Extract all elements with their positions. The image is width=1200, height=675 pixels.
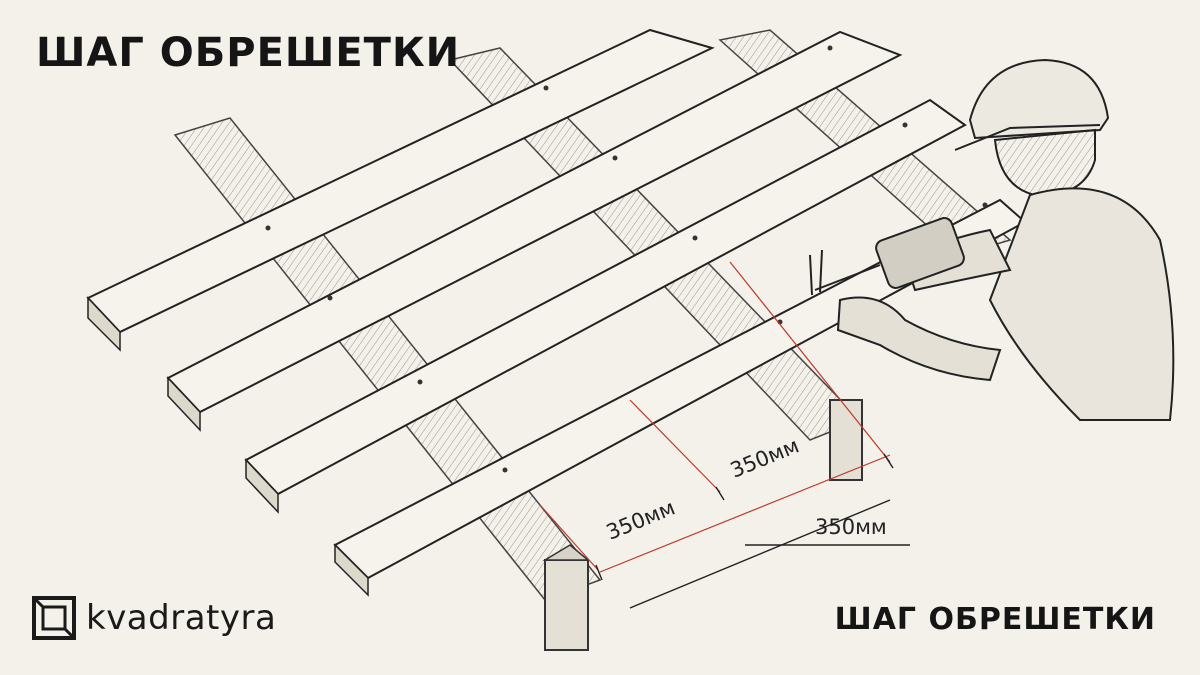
- rafter-end-post-back: [829, 399, 863, 481]
- dimension-label-3: 350мм: [815, 515, 887, 539]
- page-title-bottom: ШАГ ОБРЕШЕТКИ: [834, 602, 1156, 637]
- dimension-label-1: 350мм: [603, 495, 679, 544]
- logo-frame-icon: [32, 596, 76, 640]
- dimension-guide-lines: [539, 261, 891, 573]
- batten-1: [86, 28, 715, 352]
- batten-2: [166, 30, 903, 432]
- rafter-end-post-front: [542, 544, 591, 651]
- nail-marks: [265, 45, 988, 473]
- dimension-lines: [595, 453, 910, 609]
- worker-figure: [809, 58, 1175, 421]
- brand-logo: kvadratyra: [32, 596, 276, 640]
- page-title-top: ШАГ ОБРЕШЕТКИ: [36, 30, 461, 76]
- dimension-label-2: 350мм: [727, 433, 803, 482]
- logo-text: kvadratyra: [86, 598, 277, 638]
- batten-3: [244, 98, 967, 514]
